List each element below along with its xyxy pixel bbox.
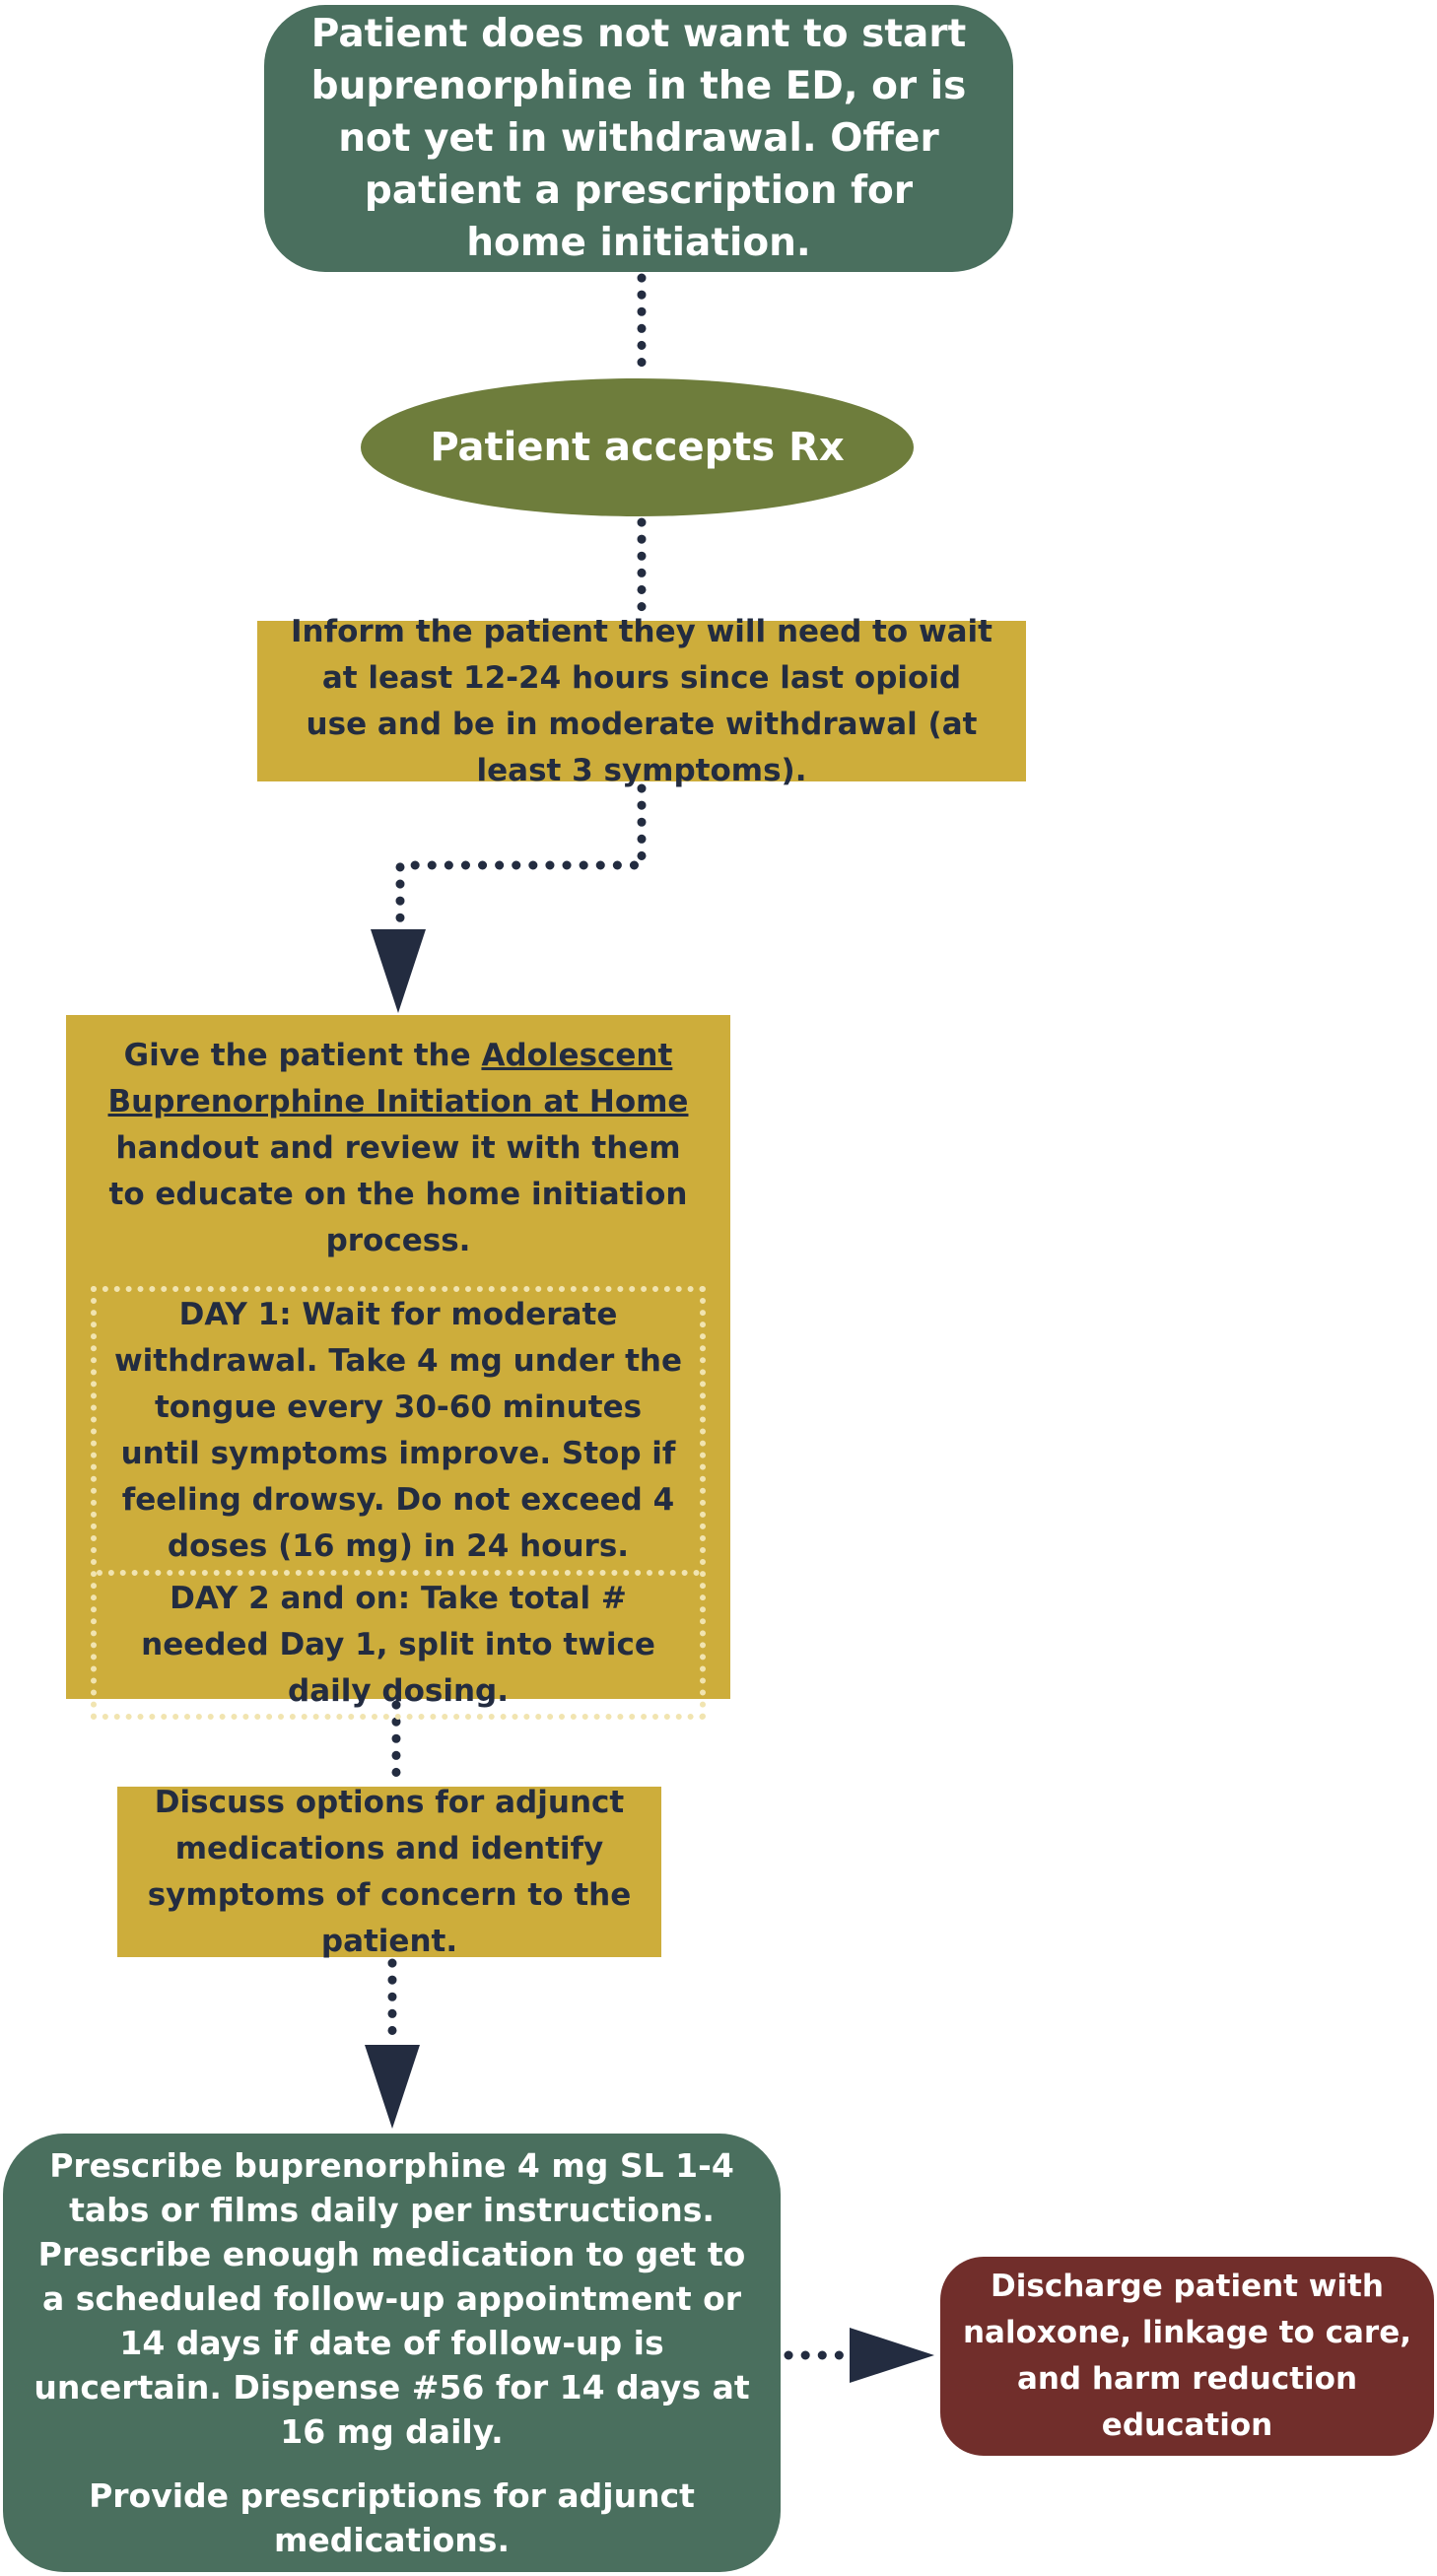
discuss-adjunct-node: Discuss options for adjunct medications … xyxy=(117,1785,661,1959)
arrow-right-icon xyxy=(850,2328,934,2383)
day1-section: DAY 1: Wait for moderate withdrawal. Tak… xyxy=(97,1292,700,1570)
dosing-instructions-box: DAY 1: Wait for moderate withdrawal. Tak… xyxy=(91,1286,706,1720)
day2-section: DAY 2 and on: Take total # needed Day 1,… xyxy=(97,1576,700,1715)
day1-label: DAY 1: xyxy=(178,1297,292,1332)
patient-accepts-node: Patient accepts Rx xyxy=(361,378,914,516)
discuss-text: Discuss options for adjunct medications … xyxy=(147,1784,632,1959)
prescribe-text: Prescribe buprenorphine 4 mg SL 1-4 tabs… xyxy=(34,2146,750,2451)
day1-text: Wait for moderate withdrawal. Take 4 mg … xyxy=(114,1297,682,1564)
discharge-node: Discharge patient with naloxone, linkage… xyxy=(940,2257,1434,2456)
give-prefix: Give the patient the xyxy=(123,1038,482,1073)
day-divider xyxy=(97,1570,700,1576)
inform-wait-node: Inform the patient they will need to wai… xyxy=(257,614,1026,788)
start-text: Patient does not want to start buprenorp… xyxy=(310,12,967,265)
prescribe-adjunct-text: Provide prescriptions for adjunct medica… xyxy=(89,2476,695,2559)
give-suffix: handout and review it with them to educa… xyxy=(108,1130,688,1258)
day2-label: DAY 2 and on: xyxy=(170,1581,411,1616)
arrow-down-icon xyxy=(365,2045,420,2129)
inform-text: Inform the patient they will need to wai… xyxy=(291,613,992,788)
day2-text: Take total # needed Day 1, split into tw… xyxy=(141,1581,655,1709)
accept-text: Patient accepts Rx xyxy=(430,425,845,470)
start-node: Patient does not want to start buprenorp… xyxy=(264,5,1013,272)
give-handout-node: Give the patient the Adolescent Buprenor… xyxy=(66,1015,730,1720)
handout-link[interactable]: Adolescent Buprenorphine Initiation at H… xyxy=(107,1038,689,1119)
connector-inform-to-give xyxy=(395,783,647,931)
discharge-text: Discharge patient with naloxone, linkage… xyxy=(962,2269,1412,2443)
prescribe-node: Prescribe buprenorphine 4 mg SL 1-4 tabs… xyxy=(3,2134,781,2572)
arrow-down-icon xyxy=(371,929,426,1013)
give-intro-text: Give the patient the Adolescent Buprenor… xyxy=(96,1033,701,1264)
